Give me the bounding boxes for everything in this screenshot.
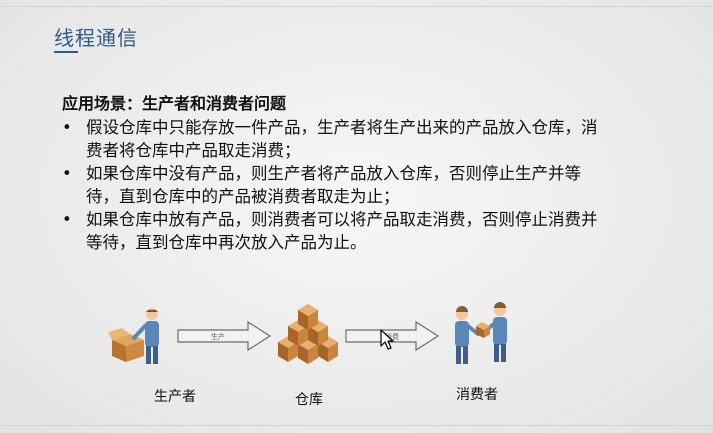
produce-arrow-label: 生产 — [211, 332, 225, 341]
title-underline — [54, 51, 78, 53]
bullet-item: 如果仓库中没有产品，则生产者将产品放入仓库，否则停止生产并等待，直到仓库中的产品… — [62, 162, 602, 208]
consume-arrow: 消费 — [345, 320, 440, 352]
consumer-icon — [455, 302, 507, 364]
slide-title: 线程通信 — [54, 26, 138, 50]
scene-heading: 应用场景：生产者和消费者问题 — [62, 94, 287, 113]
consume-arrow-label: 消费 — [385, 332, 399, 341]
consumer-label: 消费者 — [456, 387, 498, 403]
bullet-item: 如果仓库中放有产品，则消费者可以将产品取走消费，否则停止消费并等待，直到仓库中再… — [62, 208, 602, 254]
producer-consumer-diagram: 生产 — [108, 302, 507, 364]
bullet-list: 假设仓库中只能存放一件产品，生产者将生产出来的产品放入仓库，消费者将仓库中产品取… — [62, 116, 602, 254]
warehouse-boxes-icon — [278, 304, 338, 364]
slide-content: 应用场景：生产者和消费者问题 假设仓库中只能存放一件产品，生产者将生产出来的产品… — [62, 94, 602, 254]
bullet-item: 假设仓库中只能存放一件产品，生产者将生产出来的产品放入仓库，消费者将仓库中产品取… — [62, 116, 602, 162]
mouse-cursor-icon — [380, 329, 394, 350]
produce-arrow: 生产 — [177, 320, 272, 352]
producer-icon — [108, 308, 159, 364]
warehouse-label: 仓库 — [295, 392, 323, 408]
producer-label: 生产者 — [154, 389, 196, 405]
